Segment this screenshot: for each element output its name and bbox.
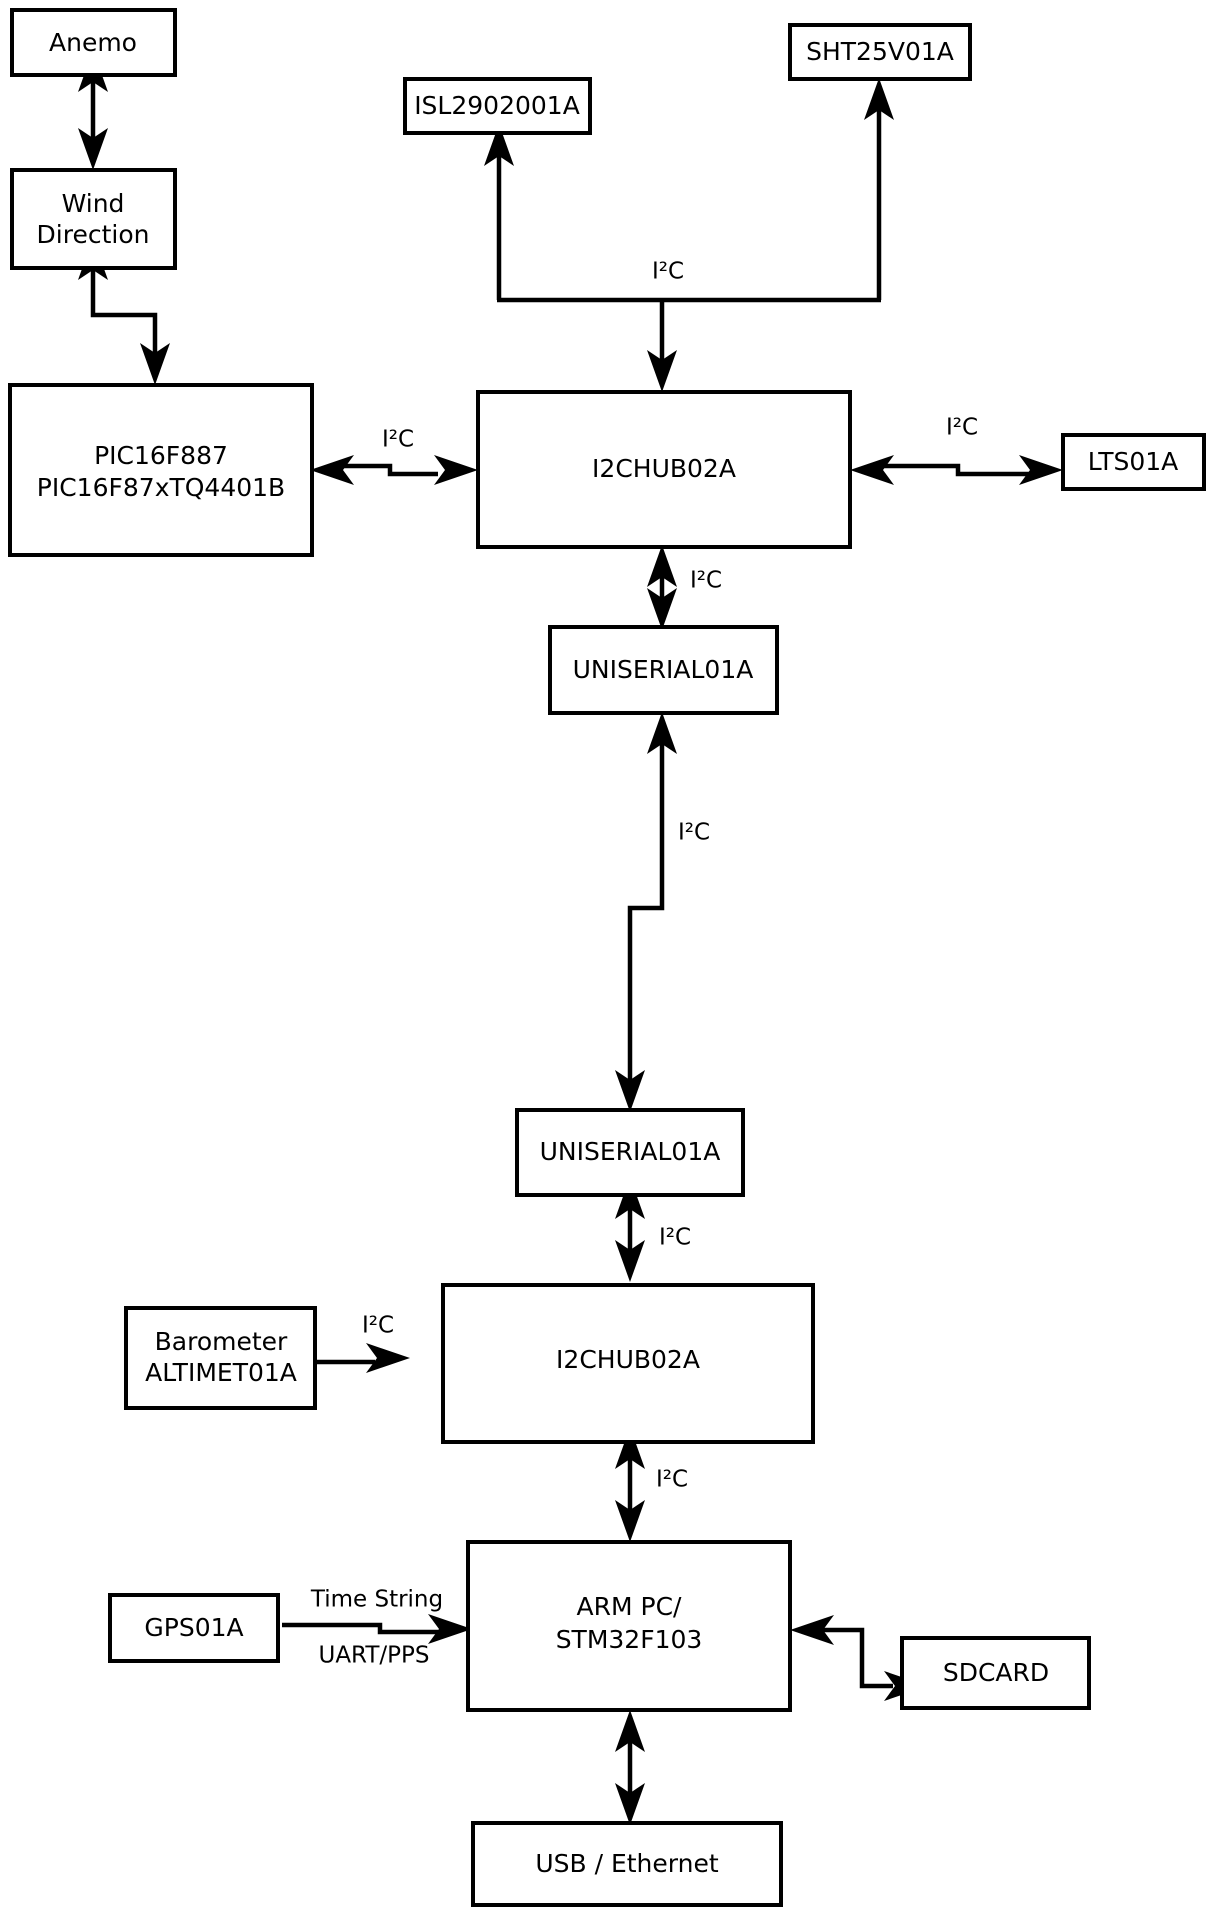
edge-label-top-bus: I²C <box>652 259 684 285</box>
node-sht25v01a-label: SHT25V01A <box>806 37 954 66</box>
node-anemo-label: Anemo <box>49 28 137 57</box>
node-sdcard[interactable]: SDCARD <box>900 1636 1091 1710</box>
node-wind-direction[interactable]: Wind Direction <box>10 168 177 270</box>
connector-arm-usb <box>615 1710 645 1825</box>
node-sdcard-label: SDCARD <box>943 1658 1049 1687</box>
edge-label-uniserial-link: I²C <box>678 820 710 846</box>
node-gps01a-label: GPS01A <box>144 1613 243 1642</box>
node-lts01a[interactable]: LTS01A <box>1061 433 1206 491</box>
node-uniserial01a-top-label: UNISERIAL01A <box>573 655 754 684</box>
node-barometer-label-line1: Barometer <box>155 1327 288 1356</box>
edge-label-hub-lts: I²C <box>946 415 978 441</box>
node-uniserial01a-top[interactable]: UNISERIAL01A <box>548 625 779 715</box>
connector-hubbot-arm <box>615 1427 645 1542</box>
node-uniserial01a-bottom-label: UNISERIAL01A <box>540 1137 721 1166</box>
node-pic[interactable]: PIC16F887 PIC16F87xTQ4401B <box>8 383 314 557</box>
node-barometer-label-line2: ALTIMET01A <box>145 1358 297 1387</box>
node-isl2902001a-label: ISL2902001A <box>414 91 580 120</box>
edge-label-hub-uniserial: I²C <box>690 568 722 594</box>
connector-hubtop-lts <box>850 455 1063 485</box>
node-usb-ethernet-label: USB / Ethernet <box>535 1849 719 1878</box>
node-uniserial01a-bottom[interactable]: UNISERIAL01A <box>515 1108 745 1197</box>
node-arm-pc-label-line1: ARM PC/ <box>577 1592 683 1621</box>
node-arm-pc-label-line2: STM32F103 <box>556 1625 703 1654</box>
node-barometer[interactable]: Barometer ALTIMET01A <box>124 1306 317 1410</box>
edge-label-gps-uart-pps: UART/PPS <box>318 1643 429 1669</box>
edge-label-hub-arm: I²C <box>656 1467 688 1493</box>
connector-uniserial-hubbot <box>615 1177 645 1282</box>
node-anemo[interactable]: Anemo <box>10 8 177 77</box>
node-pic-label-line2: PIC16F87xTQ4401B <box>37 473 285 502</box>
node-isl2902001a[interactable]: ISL2902001A <box>403 77 592 135</box>
node-wind-direction-label-line1: Wind <box>62 189 125 218</box>
edge-label-uniserial-hubbot: I²C <box>659 1225 691 1251</box>
node-i2chub02a-bottom[interactable]: I2CHUB02A <box>441 1283 815 1444</box>
node-wind-direction-label-line2: Direction <box>37 220 150 249</box>
node-gps01a[interactable]: GPS01A <box>108 1593 280 1663</box>
node-i2chub02a-bottom-label: I2CHUB02A <box>556 1345 700 1374</box>
node-i2chub02a-top[interactable]: I2CHUB02A <box>476 390 852 549</box>
connector-pic-hubtop <box>310 455 478 485</box>
node-sht25v01a[interactable]: SHT25V01A <box>788 23 972 81</box>
edge-label-barometer-hub: I²C <box>362 1313 394 1339</box>
connector-gps-arm <box>282 1614 472 1644</box>
node-i2chub02a-top-label: I2CHUB02A <box>592 454 736 483</box>
connector-top-i2c-bus <box>484 78 894 392</box>
connector-uniserial-link <box>615 712 677 1112</box>
node-lts01a-label: LTS01A <box>1088 447 1179 476</box>
edge-label-gps-time-string: Time String <box>310 1587 443 1613</box>
node-arm-pc[interactable]: ARM PC/ STM32F103 <box>466 1540 792 1712</box>
node-usb-ethernet[interactable]: USB / Ethernet <box>471 1821 783 1907</box>
connector-hubtop-uniserial <box>647 545 677 630</box>
node-pic-label-line1: PIC16F887 <box>94 441 228 470</box>
edge-label-pic-hub: I²C <box>382 427 414 453</box>
